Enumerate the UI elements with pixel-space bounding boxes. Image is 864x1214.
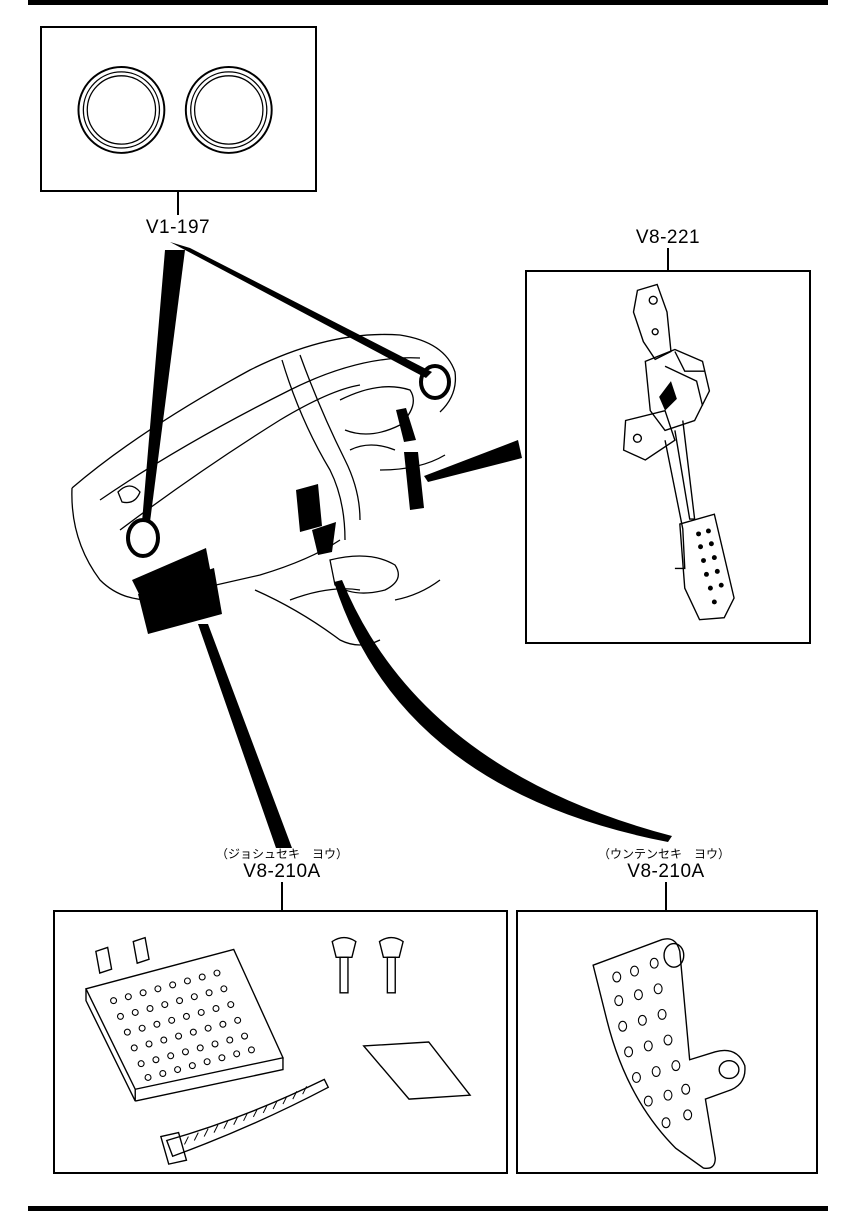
driver-pedal-plate-illustration xyxy=(592,938,746,1170)
cable-tie xyxy=(165,1078,330,1158)
pedal-bracket-marker xyxy=(396,408,416,442)
passenger-plate-marker xyxy=(138,568,222,634)
driver-plate-marker xyxy=(312,522,336,555)
passenger-plate-part-number: V8-210A xyxy=(243,861,321,882)
dashboard-linework xyxy=(71,333,457,646)
bolt-1 xyxy=(331,936,357,958)
passenger-side-note: （ジョシュセキ ヨウ） xyxy=(215,847,349,861)
pedal-marker xyxy=(296,484,322,532)
passenger-pointer xyxy=(198,624,292,848)
pedal-part-number: V8-221 xyxy=(635,227,701,248)
pedal-mount-marker xyxy=(404,452,424,510)
vent-rings-illustration xyxy=(77,66,273,154)
vent-parts-box xyxy=(40,26,317,192)
vent-left-pointer xyxy=(142,250,185,522)
driver-plate-part-number: V8-210A xyxy=(627,861,705,882)
accelerator-pedal-illustration xyxy=(622,283,735,621)
pedal-pointer xyxy=(424,440,522,482)
driver-side-note: （ウンテンセキ ヨウ） xyxy=(597,847,731,861)
adhesive-sheet xyxy=(362,1041,472,1100)
pedal-box xyxy=(525,270,811,644)
passenger-plate-box xyxy=(53,910,508,1174)
vent-part-number: V1-197 xyxy=(145,217,211,238)
dash-vent-right xyxy=(419,364,451,400)
vent-right-pointer xyxy=(170,242,432,378)
bottom-rule xyxy=(28,1206,828,1211)
footrest-plate xyxy=(85,948,284,1091)
passenger-footrest-kit-illustration xyxy=(85,936,472,1165)
dash-vent-left xyxy=(126,518,160,558)
driver-plate-box xyxy=(516,910,818,1174)
top-rule xyxy=(28,0,828,5)
driver-plate-body xyxy=(592,938,746,1170)
bolt-2 xyxy=(378,936,404,958)
